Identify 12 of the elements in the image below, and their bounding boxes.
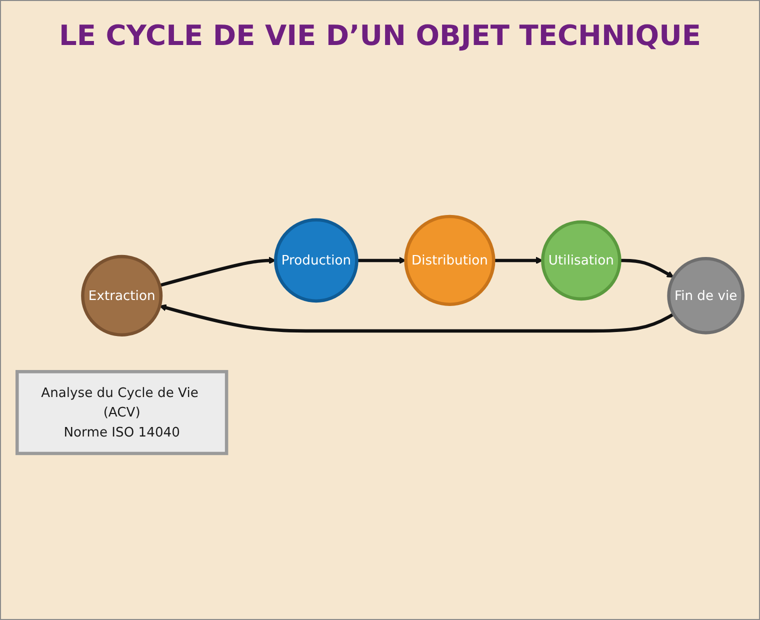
arrow: [494, 256, 544, 264]
node-circle: Extraction: [81, 254, 163, 336]
node-box: Analyse du Cycle de Vie (ACV) Norme ISO 14040: [16, 370, 228, 455]
arrow: [620, 258, 674, 278]
arrow: [356, 256, 406, 264]
arrow: [159, 304, 674, 332]
node-circle: Production: [274, 218, 358, 302]
node-circle: Distribution: [404, 214, 496, 306]
node-circle: Utilisation: [541, 220, 622, 300]
arrow: [159, 256, 276, 286]
node-circle: Fin de vie: [667, 256, 744, 334]
title: LE CYCLE DE VIE D’UN OBJET TECHNIQUE: [59, 19, 701, 52]
